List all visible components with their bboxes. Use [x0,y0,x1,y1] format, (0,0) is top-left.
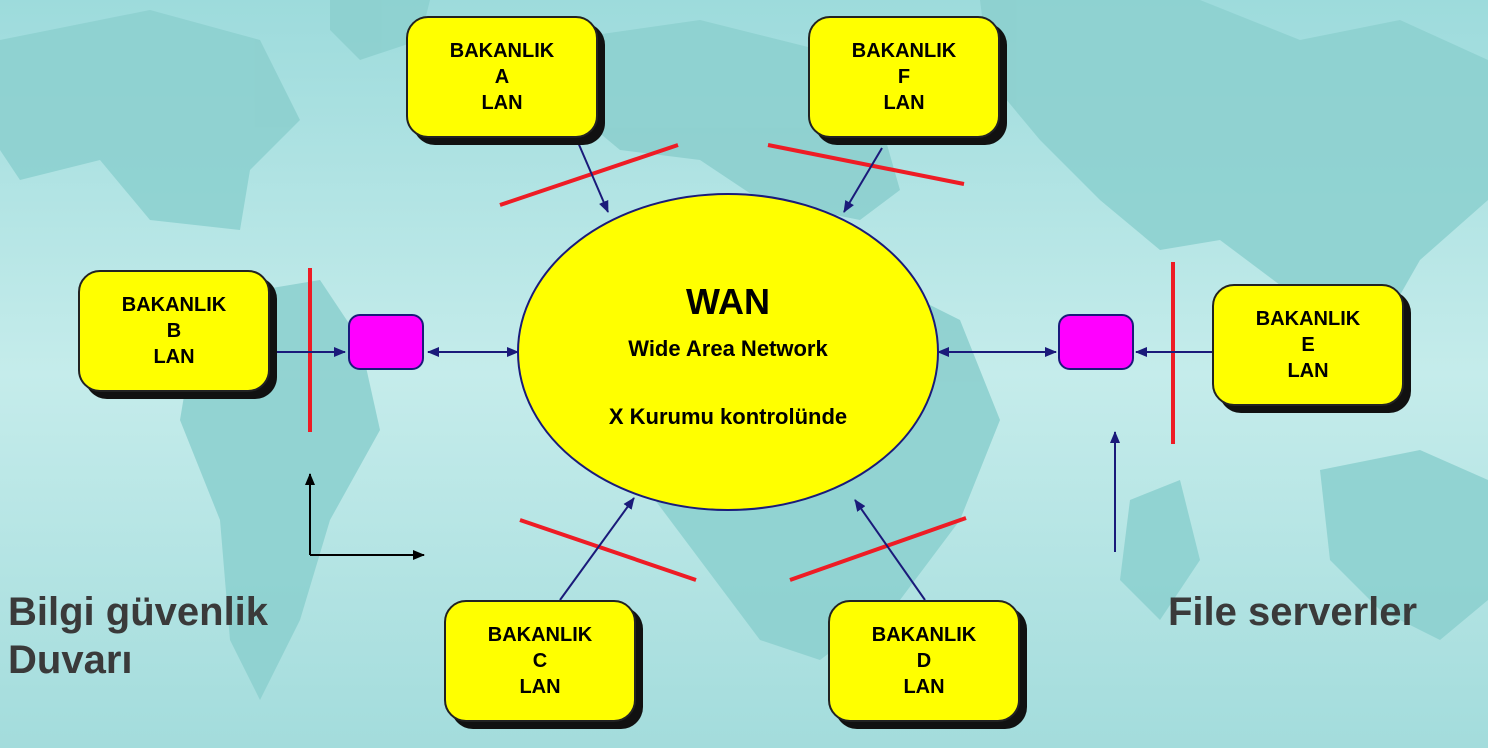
ministry-d-lan-box: BAKANLIK D LAN [828,600,1020,722]
file-server-caption: File serverler [1168,590,1418,634]
ministry-d-letter: D [916,650,932,672]
ministry-b-label: BAKANLIK [121,294,227,316]
ministry-e-label: BAKANLIK [1255,308,1361,330]
ministry-e-lan-box: BAKANLIK E LAN [1212,284,1404,406]
ministry-a-letter: A [494,66,510,88]
firewall-caption-line2: Duvarı [8,638,133,682]
ministry-a-label: BAKANLIK [449,40,555,62]
firewall-line-d [789,516,967,582]
firewall-caption-line1: Bilgi güvenlik [8,590,269,634]
ministry-b-lan: LAN [153,346,195,368]
ministry-a-lan: LAN [481,92,523,114]
ministry-f-lan-box: BAKANLIK F LAN [808,16,1000,138]
ministry-b-lan-box: BAKANLIK B LAN [78,270,270,392]
arrow-f-to-wan [843,147,883,213]
ministry-e-lan: LAN [1287,360,1329,382]
ministry-c-lan: LAN [519,676,561,698]
firewall-line-c [519,518,697,582]
firewall-line-a [499,143,679,207]
ministry-c-lan-box: BAKANLIK C LAN [444,600,636,722]
ministry-a-lan-box: BAKANLIK A LAN [406,16,598,138]
wan-subtitle: Wide Area Network [628,336,828,361]
arrow-c-to-wan [559,497,635,601]
arrow-d-to-wan [854,499,926,601]
wan-control-note: X Kurumu kontrolünde [608,404,848,429]
router-right [1058,314,1134,370]
ministry-f-label: BAKANLIK [851,40,957,62]
firewall-caption: Bilgi güvenlik Duvarı [8,588,268,684]
arrow-a-to-wan [576,139,609,213]
router-left [348,314,424,370]
wan-title: WAN [686,281,770,322]
ministry-f-lan: LAN [883,92,925,114]
ministry-b-letter: B [166,320,182,342]
ministry-e-letter: E [1301,334,1315,356]
ministry-d-lan: LAN [903,676,945,698]
firewall-line-f [767,143,965,186]
ministry-c-letter: C [532,650,548,672]
ministry-f-letter: F [897,66,911,88]
ministry-c-label: BAKANLIK [487,624,593,646]
ministry-d-label: BAKANLIK [871,624,977,646]
